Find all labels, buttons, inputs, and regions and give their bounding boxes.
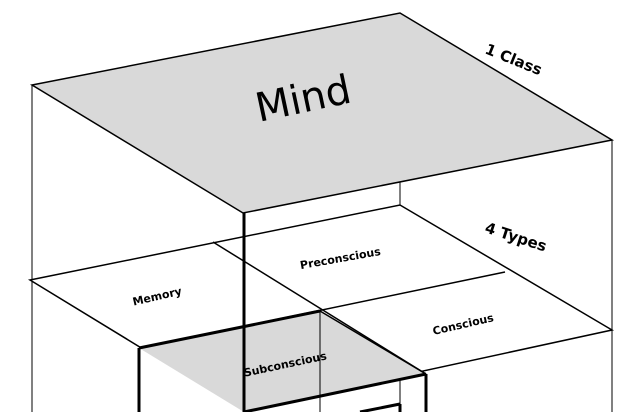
level-label-types: 4 Types (483, 219, 549, 256)
subconscious-cell (139, 311, 426, 412)
types-divider-a (212, 241, 427, 375)
lower-cell-back-b (319, 310, 427, 375)
mind-plane (29, 12, 615, 214)
lower-cell-top-right (243, 372, 427, 412)
lower-cell-top-left (138, 309, 321, 350)
lower-inner-step (359, 402, 401, 412)
